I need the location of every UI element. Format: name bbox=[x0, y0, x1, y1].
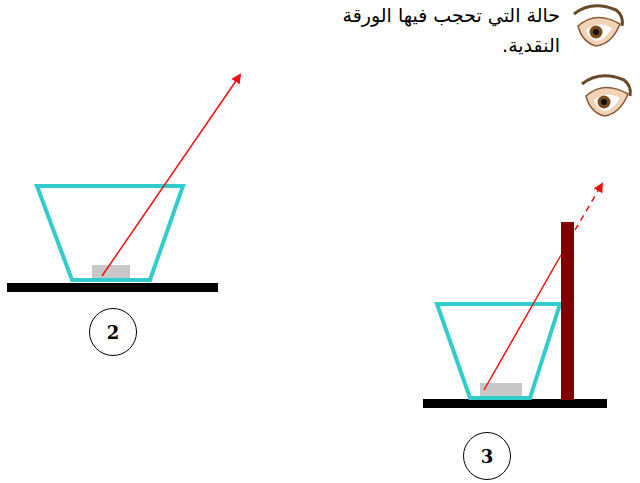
banknote bbox=[92, 265, 130, 280]
callout-number: 2 bbox=[107, 322, 120, 343]
eye-icon bbox=[574, 6, 622, 46]
callout-circle: 3 bbox=[463, 432, 511, 480]
light-ray bbox=[102, 75, 240, 276]
callout-number: 3 bbox=[481, 446, 494, 467]
glass-cup bbox=[437, 304, 560, 398]
instruction-text: حالة التي تحجب فيها الورقة النقدية. bbox=[290, 0, 560, 61]
glass-cup bbox=[37, 186, 183, 280]
table bbox=[423, 399, 607, 408]
light-ray bbox=[484, 255, 561, 390]
table bbox=[7, 283, 218, 292]
eye-icon bbox=[582, 76, 630, 116]
screen-board bbox=[561, 222, 574, 400]
blocked-ray bbox=[575, 184, 602, 230]
callout-circle: 2 bbox=[89, 308, 137, 356]
